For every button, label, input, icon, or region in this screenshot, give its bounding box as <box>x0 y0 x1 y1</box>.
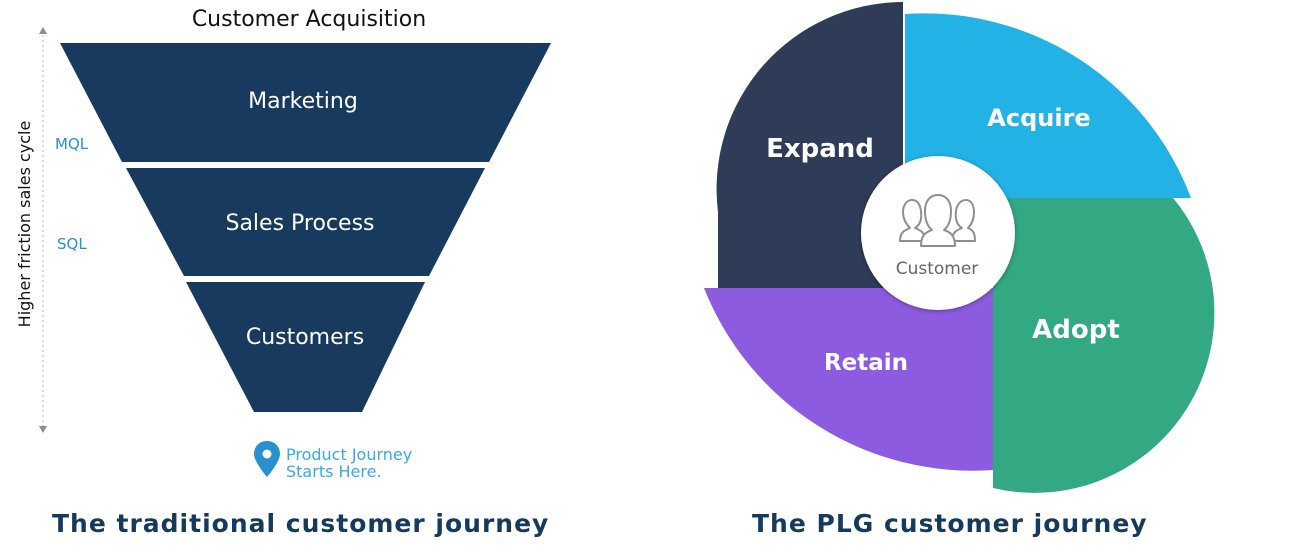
axis-arrow-down-icon <box>39 426 47 433</box>
cycle-center-label: Customer <box>896 259 979 279</box>
funnel-stage-label-customers: Customers <box>246 325 364 350</box>
marker-sql: SQL <box>57 235 87 253</box>
location-pin-icon <box>254 441 280 477</box>
caption-plg: The PLG customer journey <box>752 509 1148 538</box>
pin-text-line2: Starts Here. <box>286 462 382 481</box>
cycle-label-retain: Retain <box>824 350 908 376</box>
cycle-segment-expand <box>716 2 903 212</box>
funnel-stage-sales-process <box>126 168 485 276</box>
funnel-stage-label-marketing: Marketing <box>248 89 358 114</box>
marker-mql: MQL <box>55 135 89 153</box>
pin-text-line1: Product Journey <box>286 445 412 464</box>
funnel-title: Customer Acquisition <box>192 7 426 32</box>
funnel-stage-label-sales-process: Sales Process <box>225 211 374 236</box>
funnel-stage-marketing <box>60 43 551 162</box>
funnel-stage-customers <box>186 282 425 412</box>
axis-arrow-up-icon <box>39 27 47 34</box>
cycle-label-expand: Expand <box>766 134 874 164</box>
cycle-label-acquire: Acquire <box>987 104 1090 132</box>
cycle-label-adopt: Adopt <box>1032 315 1120 345</box>
friction-axis-label: Higher friction sales cycle <box>15 121 34 328</box>
cycle-segment-acquire <box>905 13 1191 198</box>
cycle-segment-adopt <box>993 198 1215 493</box>
caption-traditional: The traditional customer journey <box>52 509 550 538</box>
customers-group-icon <box>899 194 976 247</box>
cycle-segment-retain <box>704 288 993 471</box>
